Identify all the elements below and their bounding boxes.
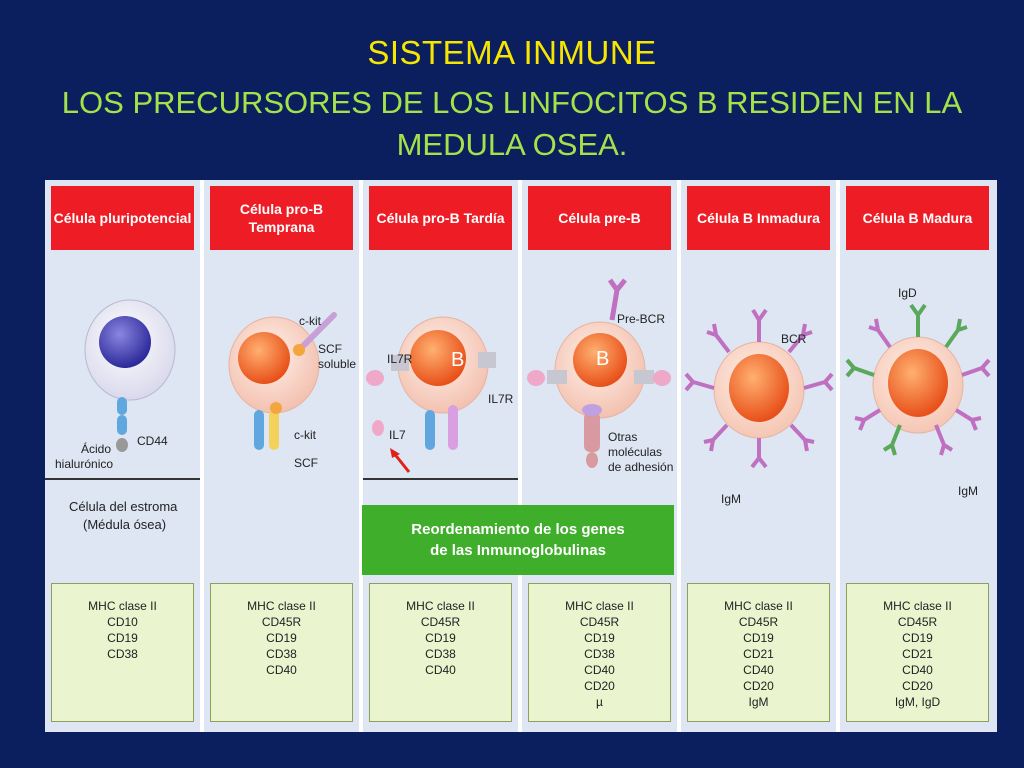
marker-item: IgM, IgD <box>894 695 941 709</box>
il7r-left-label: IL7R <box>387 352 413 366</box>
marker-item: CD21 <box>902 647 933 661</box>
column-header: Célula pre-B <box>528 186 671 250</box>
marker-item: IgM <box>748 695 769 709</box>
igd-label: IgD <box>898 286 917 300</box>
marker-item: CD40 <box>902 663 933 677</box>
ckit-top-label: c-kit <box>299 314 321 328</box>
pluripotent-cell-art <box>84 299 176 452</box>
b-cell-development-figure: Célula pluripotencial CD44 Ácido hialuró… <box>45 180 997 732</box>
column-b-immature: Célula B Inmadura BCR IgM MHC clase II C… <box>681 180 836 732</box>
marker-item: CD45R <box>897 615 938 629</box>
marker-box: MHC clase II CD10 CD19 CD38 <box>51 583 194 722</box>
marker-item: CD45R <box>579 615 620 629</box>
otras-label-3: de adhesión <box>608 460 674 474</box>
stroma-line <box>363 478 518 480</box>
cd44-label: CD44 <box>137 434 168 448</box>
column-divider <box>518 180 522 732</box>
marker-item: CD19 <box>266 631 297 645</box>
marker-item: CD19 <box>584 631 615 645</box>
marker-item: CD20 <box>902 679 933 693</box>
column-header: Célula B Madura <box>846 186 989 250</box>
band-line-1: Reordenamiento de los genes <box>411 521 625 538</box>
column-header: Célula pluripotencial <box>51 186 194 250</box>
bcr-label: BCR <box>781 332 807 346</box>
column-divider <box>200 180 204 732</box>
scf-label: SCF <box>294 456 318 470</box>
marker-box: MHC clase II CD45R CD19 CD38 CD40 CD20 µ <box>528 583 671 722</box>
mature-b-cell-art <box>845 303 991 456</box>
marker-item: CD20 <box>743 679 774 693</box>
hialuronico-label: hialurónico <box>55 457 114 471</box>
marker-item: µ <box>596 695 603 709</box>
marker-item: CD19 <box>107 631 138 645</box>
il7-label: IL7 <box>389 428 406 442</box>
marker-item: CD20 <box>584 679 615 693</box>
ckit-bottom-label: c-kit <box>294 428 316 442</box>
b-letter-late: B <box>451 349 465 371</box>
il7r-right-label: IL7R <box>488 392 514 406</box>
marker-item: CD21 <box>743 647 774 661</box>
marker-item: CD45R <box>738 615 779 629</box>
marker-item: MHC clase II <box>724 599 793 613</box>
slide-subtitle: LOS PRECURSORES DE LOS LINFOCITOS B RESI… <box>61 85 963 162</box>
pro-b-late-cell-art <box>366 316 496 473</box>
marker-item: CD40 <box>584 663 615 677</box>
igm-mature-label: IgM <box>958 484 979 498</box>
marker-item: CD45R <box>261 615 302 629</box>
immature-b-cell-art <box>684 308 834 469</box>
marker-item: MHC clase II <box>406 599 475 613</box>
pro-b-early-cell-art <box>228 312 337 450</box>
marker-box: MHC clase II CD45R CD19 CD21 CD40 CD20 I… <box>687 583 830 722</box>
marker-box: MHC clase II CD45R CD19 CD38 CD40 <box>210 583 353 722</box>
b-letter-pre: B <box>596 348 610 370</box>
gene-rearrangement-band: Reordenamiento de los genes de las Inmun… <box>362 505 674 575</box>
marker-item: CD40 <box>743 663 774 677</box>
slide-title: SISTEMA INMUNE <box>367 34 657 71</box>
marker-item: MHC clase II <box>565 599 634 613</box>
marker-item: CD40 <box>266 663 297 677</box>
pre-bcr-label: Pre-BCR <box>617 312 666 326</box>
column-b-mature: Célula B Madura IgD IgM MHC clase II CD4… <box>840 180 997 732</box>
marker-item: MHC clase II <box>247 599 316 613</box>
medula-label: (Médula ósea) <box>83 517 167 532</box>
igm-immature-label: IgM <box>721 492 742 506</box>
column-header: Célula B Inmadura <box>687 186 830 250</box>
marker-box: MHC clase II CD45R CD19 CD38 CD40 <box>369 583 512 722</box>
column-header: Célula pro-B Tardía <box>369 186 512 250</box>
marker-item: MHC clase II <box>88 599 157 613</box>
marker-item: CD38 <box>107 647 138 661</box>
marker-item: CD19 <box>743 631 774 645</box>
estroma-label: Célula del estroma <box>69 499 178 514</box>
marker-item: CD40 <box>425 663 456 677</box>
column-pluripotent: Célula pluripotencial CD44 Ácido hialuró… <box>45 180 360 732</box>
scf-soluble-label-2: soluble <box>318 357 357 371</box>
column-divider <box>836 180 840 732</box>
marker-item: CD19 <box>425 631 456 645</box>
column-divider <box>359 180 363 732</box>
marker-item: CD10 <box>107 615 138 629</box>
marker-item: CD38 <box>584 647 615 661</box>
marker-box: MHC clase II CD45R CD19 CD21 CD40 CD20 I… <box>846 583 989 722</box>
acido-label: Ácido <box>81 442 112 456</box>
marker-item: CD38 <box>266 647 297 661</box>
pre-b-cell-art <box>527 278 671 468</box>
marker-item: CD19 <box>902 631 933 645</box>
column-header: Célula pro-B Temprana <box>210 186 353 250</box>
column-pro-b-early: Célula pro-B Temprana c-kit SCF soluble … <box>204 180 359 732</box>
band-line-2: de las Inmunoglobulinas <box>430 542 606 559</box>
marker-item: CD45R <box>420 615 461 629</box>
marker-item: MHC clase II <box>883 599 952 613</box>
column-divider <box>677 180 681 732</box>
scf-soluble-label-1: SCF <box>318 342 342 356</box>
marker-item: CD38 <box>425 647 456 661</box>
column-pro-b-late: Célula pro-B Tardía B IL7R IL7R IL7 MHC … <box>363 180 518 732</box>
otras-label-2: moléculas <box>608 445 663 459</box>
otras-label-1: Otras <box>608 430 638 444</box>
column-pre-b: Célula pre-B B Pre-BCR Otras moléculas d… <box>522 180 677 732</box>
